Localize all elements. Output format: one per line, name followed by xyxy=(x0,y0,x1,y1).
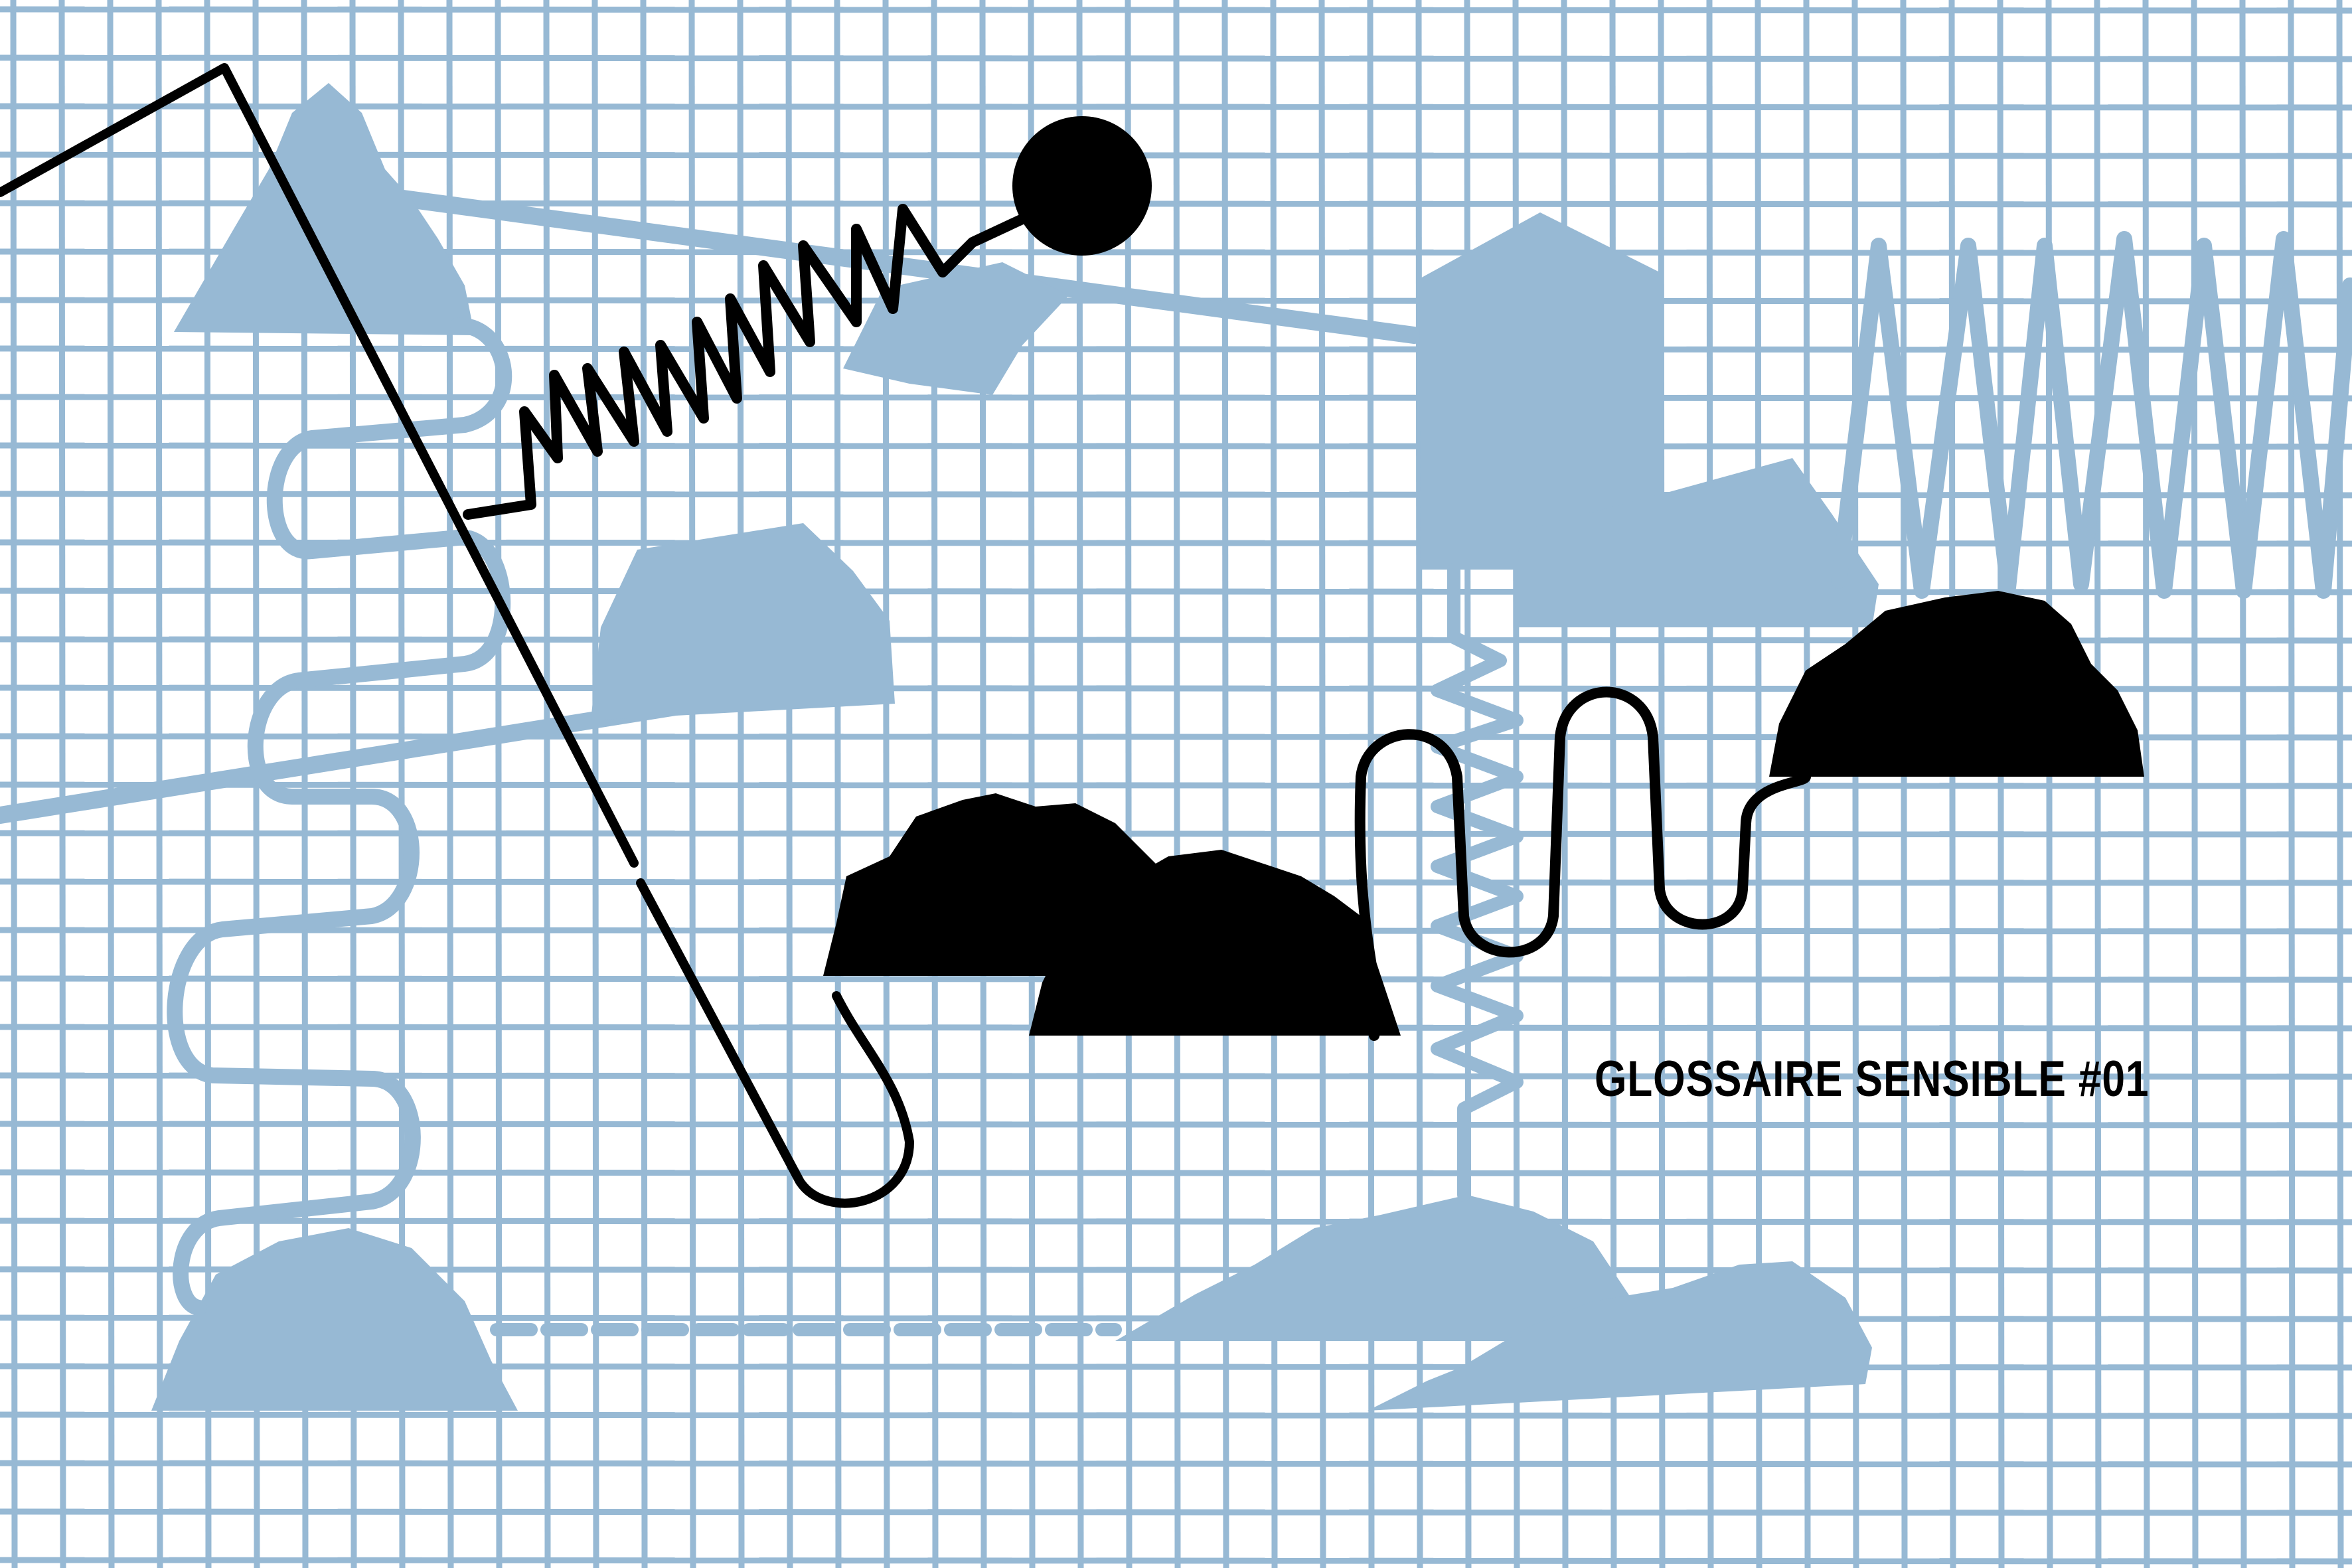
black-mountain-middle xyxy=(1029,850,1401,1036)
mountain-bottom-middle xyxy=(1115,1195,1660,1341)
black-mountain-right xyxy=(1769,591,2144,777)
grid-line-horizontal xyxy=(0,491,2352,499)
grid-line-horizontal xyxy=(0,442,2352,450)
squiggle-left xyxy=(167,317,512,1316)
grid-line-horizontal xyxy=(0,151,2352,159)
house-right-lower xyxy=(1514,458,1879,627)
grid-line-horizontal xyxy=(0,781,2352,789)
grid-line-horizontal xyxy=(0,830,2352,838)
upper-diagonal-line xyxy=(390,189,1423,344)
black-frame-line xyxy=(0,63,639,868)
grid-line-horizontal xyxy=(0,588,2352,595)
spring-vertical xyxy=(1431,563,1524,1202)
grid-line-horizontal xyxy=(0,1460,2352,1468)
grid-line-horizontal xyxy=(0,1169,2352,1177)
light-shapes xyxy=(0,83,2352,1411)
mountain-bottom-left xyxy=(151,1228,518,1411)
grid-line-horizontal xyxy=(0,1508,2352,1516)
grid-line-horizontal xyxy=(0,1121,2352,1129)
mountain-top-left xyxy=(174,83,475,335)
black-shapes xyxy=(0,63,2144,1208)
mountain-bottom-right xyxy=(1368,1261,1872,1411)
grid-line-horizontal xyxy=(0,1217,2352,1225)
black-ball xyxy=(1012,116,1152,256)
house-right xyxy=(1419,212,1660,570)
house-middle xyxy=(591,523,895,720)
grid-line-horizontal xyxy=(0,1072,2352,1080)
grid-line-horizontal xyxy=(0,1557,2352,1565)
black-lever-line xyxy=(636,878,914,1208)
poster-title: GLOSSAIRE SENSIBLE #01 xyxy=(1595,1051,2150,1107)
grid-line-horizontal xyxy=(0,54,2352,62)
grid-line-horizontal xyxy=(0,345,2352,353)
zigzag-right xyxy=(1831,231,2352,599)
grid-line-horizontal xyxy=(0,1411,2352,1419)
black-squiggle xyxy=(1354,686,1811,1041)
grid-line-horizontal xyxy=(0,6,2352,14)
black-spring xyxy=(463,204,1028,520)
grid-line-horizontal xyxy=(0,394,2352,402)
grid-line-horizontal xyxy=(0,103,2352,111)
